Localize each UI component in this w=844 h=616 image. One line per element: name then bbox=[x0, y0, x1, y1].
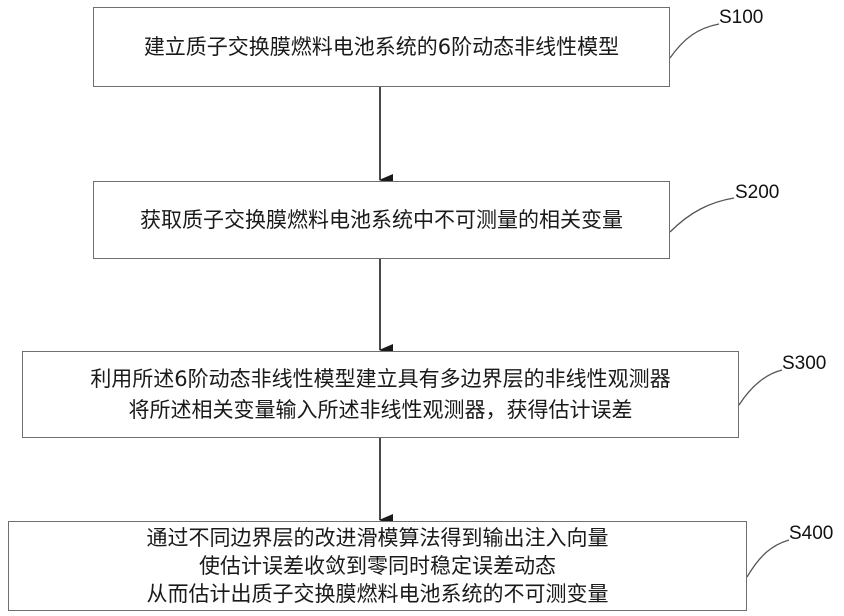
step-box-s200: 获取质子交换膜燃料电池系统中不可测量的相关变量 bbox=[93, 181, 670, 259]
step-box-s400: 通过不同边界层的改进滑模算法得到输出注入向量 使估计误差收敛到零同时稳定误差动态… bbox=[8, 521, 747, 611]
step-box-s300: 利用所述6阶动态非线性模型建立具有多边界层的非线性观测器 将所述相关变量输入所述… bbox=[22, 351, 739, 438]
step-s300-line-1: 利用所述6阶动态非线性模型建立具有多边界层的非线性观测器 bbox=[90, 364, 670, 395]
step-label-s400: S400 bbox=[789, 523, 833, 545]
leader-line-s100 bbox=[670, 24, 719, 58]
step-label-s100: S100 bbox=[719, 7, 763, 29]
step-s400-line-3: 从而估计出质子交换膜燃料电池系统的不可测变量 bbox=[147, 580, 609, 608]
step-s200-text: 获取质子交换膜燃料电池系统中不可测量的相关变量 bbox=[140, 205, 623, 236]
step-s300-line-2: 将所述相关变量输入所述非线性观测器，获得估计误差 bbox=[129, 395, 633, 426]
step-label-s300: S300 bbox=[782, 353, 826, 375]
step-label-s200: S200 bbox=[735, 182, 779, 204]
step-s400-line-1: 通过不同边界层的改进滑模算法得到输出注入向量 bbox=[147, 524, 609, 552]
step-s100-text: 建立质子交换膜燃料电池系统的6阶动态非线性模型 bbox=[144, 32, 619, 63]
step-s400-line-2: 使估计误差收敛到零同时稳定误差动态 bbox=[199, 552, 556, 580]
leader-line-s200 bbox=[670, 198, 734, 232]
leader-line-s300 bbox=[739, 370, 782, 405]
step-box-s100: 建立质子交换膜燃料电池系统的6阶动态非线性模型 bbox=[93, 7, 670, 87]
leader-line-s400 bbox=[747, 540, 789, 577]
